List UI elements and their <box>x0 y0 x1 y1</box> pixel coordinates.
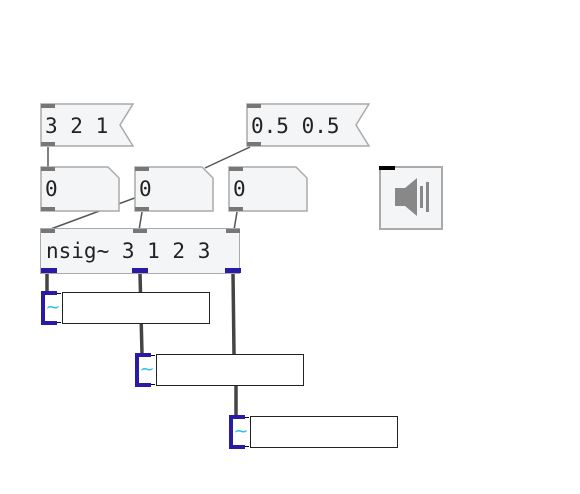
outlet[interactable] <box>229 207 243 211</box>
speaker-icon <box>395 178 429 216</box>
message-box-shape <box>246 103 370 147</box>
message-label: 0.5 0.5 <box>251 114 340 138</box>
number-box-shape <box>134 166 214 212</box>
number-value: 0 <box>45 177 58 201</box>
number-box-2[interactable]: 0 <box>134 166 214 212</box>
inlet[interactable] <box>135 353 151 357</box>
number-value: 0 <box>139 177 152 201</box>
inlet[interactable] <box>247 104 261 108</box>
outlet[interactable] <box>41 321 57 325</box>
inlet[interactable] <box>135 167 149 171</box>
signal-display-2[interactable]: ~ <box>135 353 305 387</box>
signal-value-field[interactable] <box>156 354 304 386</box>
object-label: nsig~ 3 1 2 3 <box>46 239 211 263</box>
signal-display-3[interactable]: ~ <box>229 415 399 449</box>
signal-value-field[interactable] <box>250 416 398 448</box>
outlet[interactable] <box>135 207 149 211</box>
tilde-icon: ~ <box>41 293 61 323</box>
nsig-object[interactable]: nsig~ 3 1 2 3 <box>40 228 241 274</box>
outlet-2[interactable] <box>132 268 148 273</box>
outlet[interactable] <box>247 142 261 146</box>
outlet[interactable] <box>135 383 151 387</box>
inlet[interactable] <box>379 166 395 170</box>
inlet[interactable] <box>229 167 243 171</box>
number-box-shape <box>40 166 120 212</box>
message-box-321[interactable]: 3 2 1 <box>40 103 134 147</box>
inlet[interactable] <box>41 104 55 108</box>
sigcord-out3[interactable] <box>231 272 236 355</box>
signal-value-field[interactable] <box>62 292 210 324</box>
number-value: 0 <box>233 177 246 201</box>
number-box-3[interactable]: 0 <box>228 166 308 212</box>
tilde-icon: ~ <box>229 417 249 447</box>
cord-msg05-num2[interactable] <box>204 146 251 169</box>
outlet[interactable] <box>41 142 55 146</box>
inlet[interactable] <box>229 415 245 419</box>
outlet[interactable] <box>229 445 245 449</box>
signal-display-1[interactable]: ~ <box>41 291 211 325</box>
inlet-1[interactable] <box>41 229 55 233</box>
outlet-1[interactable] <box>41 268 57 273</box>
inlet[interactable] <box>41 167 55 171</box>
message-label: 3 2 1 <box>45 114 109 138</box>
number-box-1[interactable]: 0 <box>40 166 120 212</box>
dac-speaker[interactable] <box>379 166 443 230</box>
outlet[interactable] <box>41 207 55 211</box>
number-box-shape <box>228 166 308 212</box>
tilde-icon: ~ <box>135 355 155 385</box>
outlet-3[interactable] <box>225 268 241 273</box>
inlet-2[interactable] <box>133 229 147 233</box>
message-box-shape <box>40 103 134 147</box>
inlet[interactable] <box>41 291 57 295</box>
inlet-3[interactable] <box>226 229 240 233</box>
message-box-05[interactable]: 0.5 0.5 <box>246 103 370 147</box>
